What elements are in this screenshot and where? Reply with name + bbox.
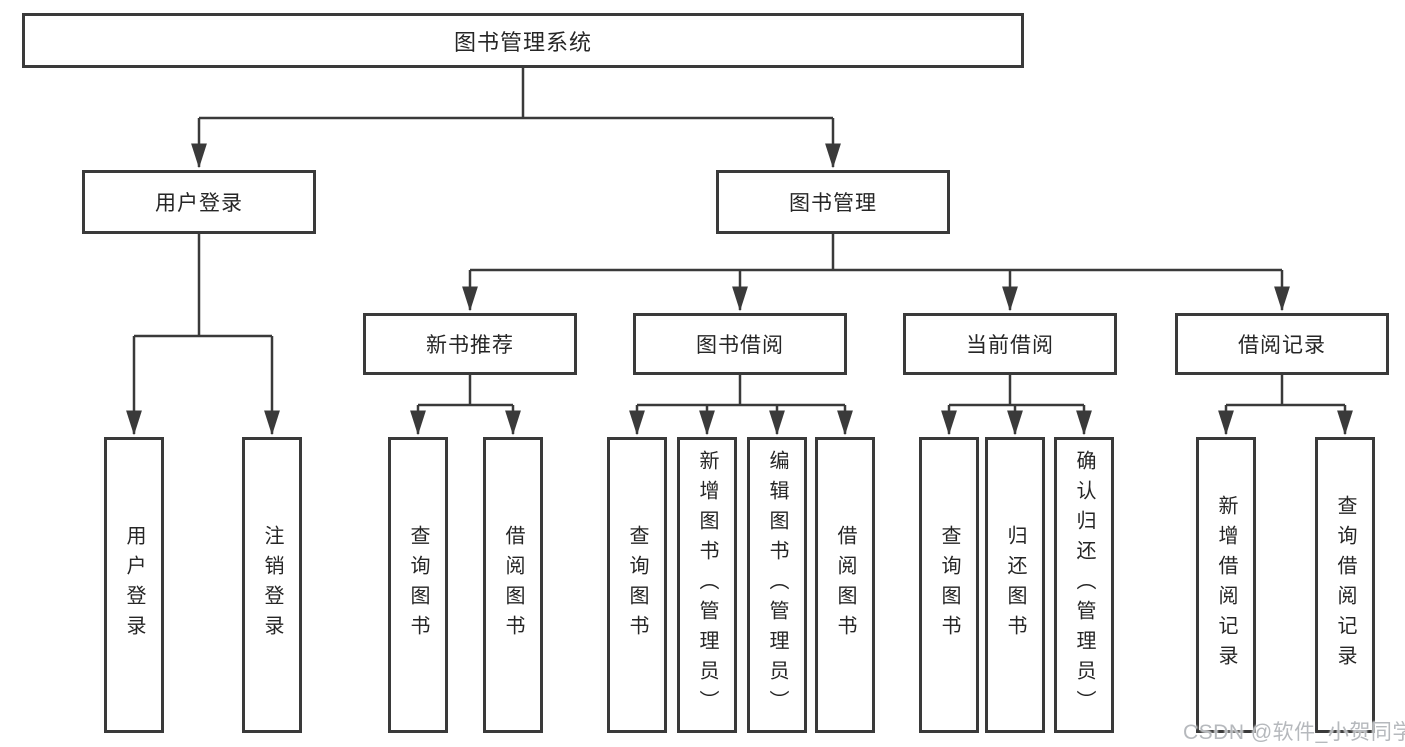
leaf-add-books-admin: 新增图书（管理员） [677,437,737,733]
leaf-edit-books-admin: 编辑图书（管理员） [747,437,807,733]
leaf-user-login: 用户登录 [104,437,164,733]
leaf-return-books: 归还图书 [985,437,1045,733]
node-user-login: 用户登录 [82,170,316,234]
leaf-query-books-current: 查询图书 [919,437,979,733]
leaf-query-books-borrowing: 查询图书 [607,437,667,733]
leaf-confirm-return-admin: 确认归还（管理员） [1054,437,1114,733]
leaf-query-books-recommend: 查询图书 [388,437,448,733]
node-book-borrowing: 图书借阅 [633,313,847,375]
node-current-borrowing: 当前借阅 [903,313,1117,375]
leaf-query-borrow-record: 查询借阅记录 [1315,437,1375,733]
leaf-borrow-books-recommend: 借阅图书 [483,437,543,733]
node-borrow-records: 借阅记录 [1175,313,1389,375]
leaf-logout: 注销登录 [242,437,302,733]
node-book-management: 图书管理 [716,170,950,234]
csdn-watermark: CSDN @软件_小贺同学 [1183,721,1405,744]
leaf-add-borrow-record: 新增借阅记录 [1196,437,1256,733]
leaf-borrow-books: 借阅图书 [815,437,875,733]
node-new-book-recommend: 新书推荐 [363,313,577,375]
node-library-management-system: 图书管理系统 [22,13,1024,68]
